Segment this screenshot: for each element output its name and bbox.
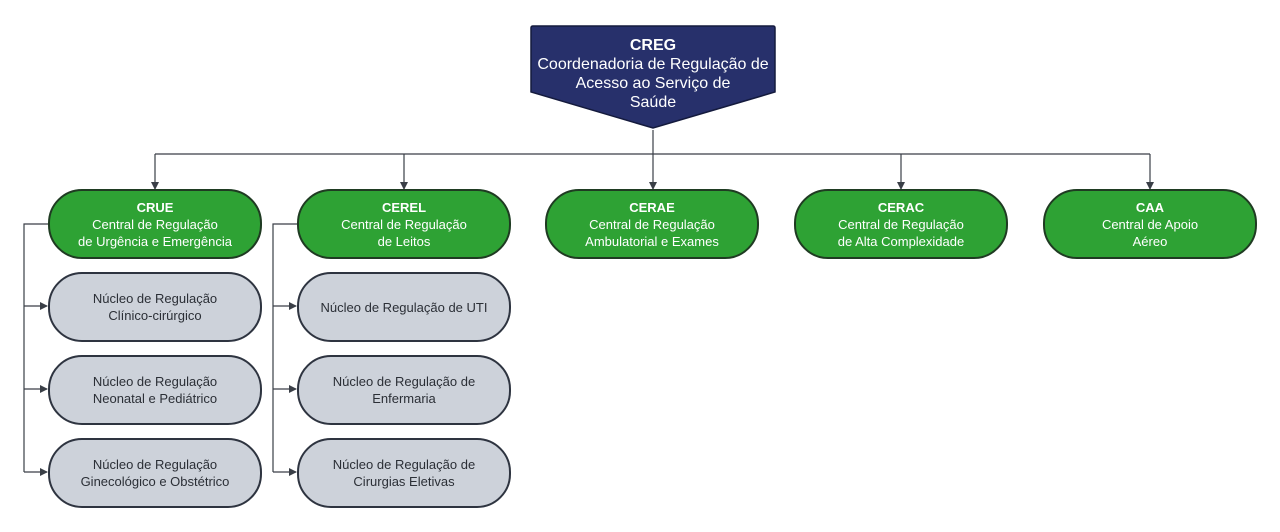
cerel-unit-uti: Núcleo de Regulação de UTI (297, 272, 511, 342)
unit-name-line: Ginecológico e Obstétrico (80, 474, 230, 489)
cerae-code: CERAE (629, 199, 675, 215)
cerac-name-line: de Alta Complexidade (837, 233, 965, 249)
unit-name-line: Núcleo de Regulação de (332, 374, 476, 389)
unit-name-line: Núcleo de Regulação (92, 457, 218, 472)
unit-name-line: Núcleo de Regulação de UTI (320, 299, 488, 315)
creg-name-line: Acesso ao Serviço de (575, 75, 731, 92)
unit-name-line: Núcleo de Regulação (92, 291, 218, 306)
cerel-name-line: Central de Regulação (341, 216, 467, 232)
crue-name-line: de Urgência e Emergência (78, 233, 232, 249)
caa-code: CAA (1135, 199, 1165, 215)
cerac-code: CERAC (877, 199, 925, 215)
crue-unit-neonatal-pediatrico: Núcleo de Regulação Neonatal e Pediátric… (48, 355, 262, 425)
cerel-spine (272, 223, 297, 472)
unit-name-line: Enfermaria (372, 391, 436, 406)
crue-unit-clinico-cirurgico: Núcleo de Regulação Clínico-cirúrgico (48, 272, 262, 342)
cerel-unit-cirurgias-eletivas: Núcleo de Regulação de Cirurgias Eletiva… (297, 438, 511, 508)
crue-code: CRUE (136, 199, 174, 215)
creg-name-line: Saúde (629, 94, 677, 111)
cerac-node: CERAC Central de Regulação de Alta Compl… (794, 189, 1008, 259)
cerae-name-line: Ambulatorial e Exames (585, 233, 719, 249)
unit-name-line: Clínico-cirúrgico (108, 308, 202, 323)
creg-node: CREG Coordenadoria de Regulação de Acess… (530, 24, 776, 130)
cerel-name-line: de Leitos (377, 233, 431, 249)
crue-spine (23, 223, 48, 472)
unit-name-line: Núcleo de Regulação de (332, 457, 476, 472)
cerel-code: CEREL (381, 199, 427, 215)
caa-node: CAA Central de Apoio Aéreo (1043, 189, 1257, 259)
creg-name-line: Coordenadoria de Regulação de (537, 56, 769, 73)
cerac-name-line: Central de Regulação (838, 216, 964, 232)
cerel-node: CEREL Central de Regulação de Leitos (297, 189, 511, 259)
crue-unit-ginecologico-obstetrico: Núcleo de Regulação Ginecológico e Obsté… (48, 438, 262, 508)
crue-name-line: Central de Regulação (92, 216, 218, 232)
cerel-unit-enfermaria: Núcleo de Regulação de Enfermaria (297, 355, 511, 425)
unit-name-line: Núcleo de Regulação (92, 374, 218, 389)
unit-name-line: Neonatal e Pediátrico (92, 391, 218, 406)
caa-name-line: Aéreo (1132, 233, 1168, 249)
unit-name-line: Cirurgias Eletivas (353, 474, 455, 489)
caa-name-line: Central de Apoio (1101, 216, 1199, 232)
cerae-name-line: Central de Regulação (589, 216, 715, 232)
creg-code: CREG (629, 37, 677, 54)
cerae-node: CERAE Central de Regulação Ambulatorial … (545, 189, 759, 259)
crue-node: CRUE Central de Regulação de Urgência e … (48, 189, 262, 259)
